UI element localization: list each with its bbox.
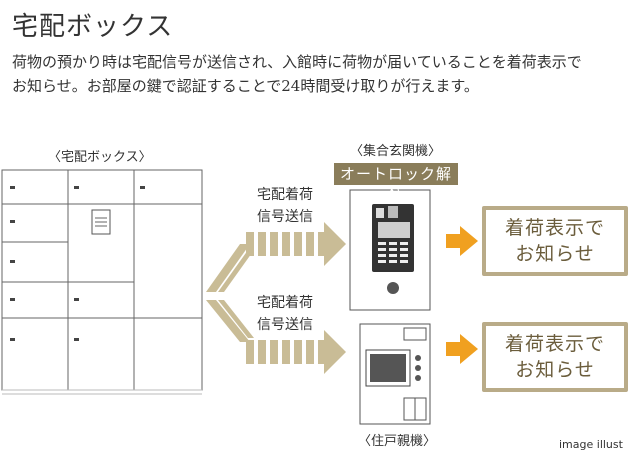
signal-arrow-top [206, 222, 346, 292]
notify-box-bottom: 着荷表示で お知らせ [482, 322, 628, 392]
signal-label-top: 宅配着荷 信号送信 [257, 187, 313, 225]
description-line-1: 荷物の預かり時は宅配信号が送信され、入館時に荷物が届いていることを着荷表示で [12, 53, 582, 71]
notify-box-top: 着荷表示で お知らせ [482, 206, 628, 276]
locker-handles [10, 186, 145, 341]
description-line-2: お知らせ。お部屋の鍵で認証することで24時間受け取りが行えます。 [12, 77, 479, 95]
description: 荷物の預かり時は宅配信号が送信され、入館時に荷物が届いていることを着荷表示で お… [12, 50, 634, 98]
autolock-badge: オートロック解錠 [334, 163, 458, 205]
notify-arrow-top [446, 226, 478, 256]
entrance-label: 〈集合玄関機〉 [350, 144, 442, 159]
indoor-unit [359, 323, 431, 425]
page-title: 宅配ボックス [12, 12, 174, 42]
notify-arrow-bottom [446, 334, 478, 364]
indoor-unit-label: 〈住戸親機〉 [358, 434, 437, 449]
signal-label-bottom: 宅配着荷 信号送信 [257, 295, 313, 333]
chevron-stripes [218, 250, 254, 338]
delivery-locker [1, 169, 203, 395]
entrance-panel [349, 189, 431, 311]
image-caption: image illust [559, 438, 623, 451]
locker-label: 〈宅配ボックス〉 [48, 150, 152, 165]
signal-arrow-bottom [206, 300, 346, 374]
